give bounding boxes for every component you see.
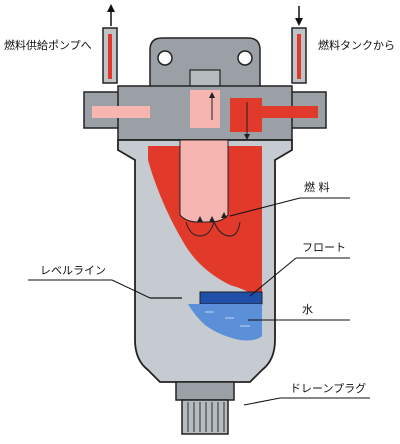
label-fuel: 燃 料	[304, 181, 330, 194]
label-from-tank: 燃料タンクから	[318, 39, 395, 52]
filter-head	[83, 37, 327, 141]
label-water: 水	[302, 303, 313, 316]
label-level-line: レベルライン	[40, 264, 106, 277]
outlet-tube	[102, 27, 118, 84]
drain-plug	[175, 381, 235, 435]
label-to-pump: 燃料供給ポンプへ	[4, 39, 92, 52]
label-drain-plug: ドレーンプラグ	[290, 382, 367, 395]
water-region	[188, 304, 262, 341]
inlet-tube	[291, 27, 307, 84]
arrow-up-icon	[107, 4, 115, 26]
leader-lines	[28, 197, 370, 406]
arrow-down-icon	[295, 6, 303, 26]
fuel-region	[148, 139, 262, 300]
label-float: フロート	[302, 241, 346, 254]
